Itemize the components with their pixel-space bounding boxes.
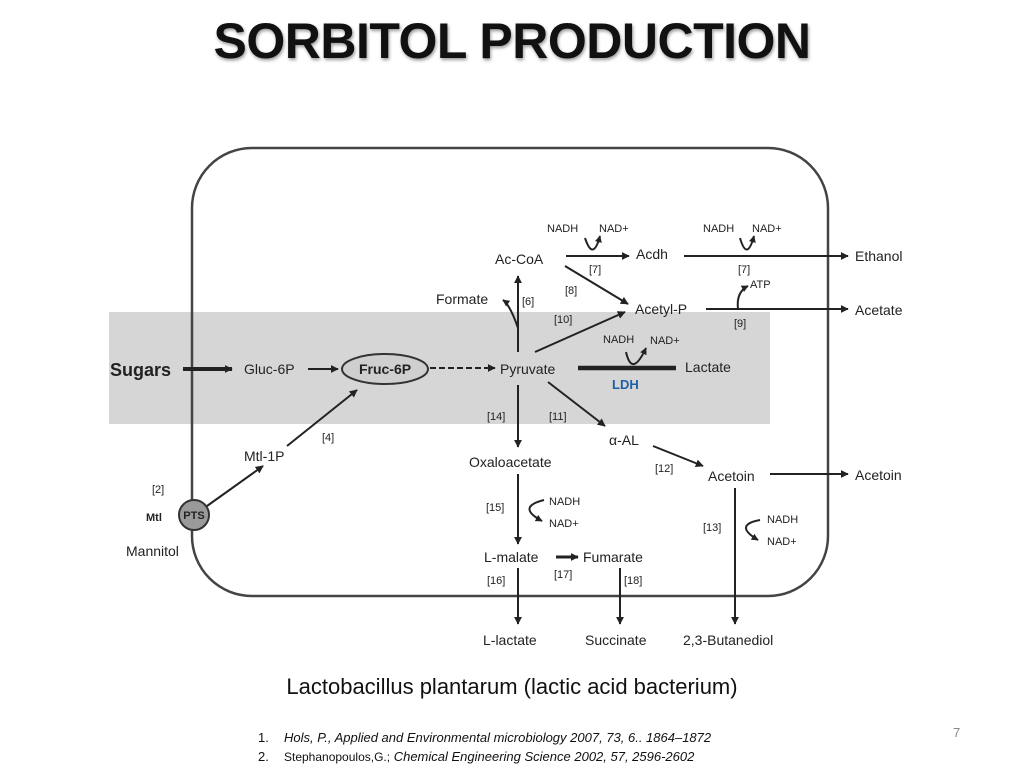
arrow-nadh-nad-ldh	[625, 347, 647, 365]
step-15: [15]	[486, 502, 504, 514]
label-sugars: Sugars	[110, 360, 171, 380]
label-mannitol: Mannitol	[126, 543, 179, 559]
step-4: [4]	[322, 432, 334, 444]
step-7b: [7]	[738, 264, 750, 276]
label-acetate: Acetate	[855, 302, 903, 318]
label-ethanol: Ethanol	[855, 248, 902, 264]
arrow-atp	[736, 285, 749, 310]
arrow-to-formate	[502, 299, 519, 329]
cofactor-nad-15: NAD+	[549, 518, 579, 530]
step-7a: [7]	[589, 264, 601, 276]
step-2: [2]	[152, 484, 164, 496]
step-10: [10]	[554, 314, 572, 326]
slide-title: SORBITOL PRODUCTION	[213, 13, 811, 69]
arrow-nadh-nad-7a	[584, 235, 602, 251]
cofactor-nadh-7a: NADH	[547, 223, 578, 235]
cofactor-atp: ATP	[750, 279, 771, 291]
step-18: [18]	[624, 575, 642, 587]
arrow-nadh-nad-7b	[739, 235, 756, 251]
step-8: [8]	[565, 285, 577, 297]
page-number: 7	[953, 725, 961, 740]
step-14: [14]	[487, 411, 505, 423]
label-accoa: Ac-CoA	[495, 251, 544, 267]
step-13: [13]	[703, 522, 721, 534]
label-succinate: Succinate	[585, 632, 647, 648]
cofactor-nadh-13: NADH	[767, 514, 798, 526]
pts-transporter	[178, 499, 210, 531]
reference-1-number: 1.	[258, 730, 269, 745]
reference-2-authors: Stephanopoulos,G.;	[284, 750, 391, 764]
label-lactate: Lactate	[685, 359, 731, 375]
step-12: [12]	[655, 463, 673, 475]
reference-1: 1. Hols, P., Applied and Environmental mi…	[258, 728, 711, 747]
label-acetoin-inner: Acetoin	[708, 468, 755, 484]
label-llactate: L-lactate	[483, 632, 537, 648]
label-fruc6p: Fruc-6P	[359, 361, 411, 377]
label-fumarate: Fumarate	[583, 549, 643, 565]
arrow-pyruvate-to-alpha-al	[547, 381, 606, 427]
references: 1. Hols, P., Applied and Environmental mi…	[258, 728, 711, 767]
label-pts: PTS	[183, 510, 204, 522]
reference-2-journal: Chemical Engineering Science 2002, 57, 2…	[393, 749, 695, 764]
label-lmalate: L-malate	[484, 549, 539, 565]
cofactor-nadh-7b: NADH	[703, 223, 734, 235]
step-11: [11]	[549, 411, 567, 423]
figure-caption: Lactobacillus plantarum (lactic acid bac…	[286, 674, 738, 699]
label-pyruvate: Pyruvate	[500, 361, 555, 377]
cell-membrane	[190, 146, 830, 598]
fruc6p-ellipse	[341, 353, 429, 385]
step-17: [17]	[554, 569, 572, 581]
step-6: [6]	[522, 296, 534, 308]
label-acdh: Acdh	[636, 246, 668, 262]
arrow-pyruvate-to-acetylp	[534, 311, 626, 353]
reference-1-text: Hols, P., Applied and Environmental micr…	[284, 730, 712, 745]
arrow-mtl1p-to-fruc6p	[286, 389, 358, 447]
reference-2-number: 2.	[258, 749, 269, 764]
label-formate: Formate	[436, 291, 488, 307]
arrow-nadh-nad-13	[745, 519, 761, 541]
step-16: [16]	[487, 575, 505, 587]
label-gluc6p: Gluc-6P	[244, 361, 295, 377]
cofactor-nad-7b: NAD+	[752, 223, 782, 235]
arrow-nadh-nad-15	[528, 499, 545, 522]
label-acetylp: Acetyl-P	[635, 301, 687, 317]
label-mtl: Mtl	[146, 512, 162, 524]
cofactor-nadh-15: NADH	[549, 496, 580, 508]
cofactor-nad-13: NAD+	[767, 536, 797, 548]
enzyme-ldh: LDH	[612, 377, 639, 392]
cofactor-nad-ldh: NAD+	[650, 335, 680, 347]
label-butanediol: 2,3-Butanediol	[683, 632, 773, 648]
label-acetoin-out: Acetoin	[855, 467, 902, 483]
reference-2: 2. Stephanopoulos,G.; Chemical Engineerin…	[258, 747, 711, 767]
step-9: [9]	[734, 318, 746, 330]
label-alpha-al: α-AL	[609, 432, 639, 448]
cofactor-nadh-ldh: NADH	[603, 334, 634, 346]
label-mtl1p: Mtl-1P	[244, 448, 284, 464]
arrow-pts-to-mtl1p	[206, 465, 264, 507]
cofactor-nad-7a: NAD+	[599, 223, 629, 235]
arrow-alpha-al-to-acetoin	[652, 445, 704, 468]
arrow-accoa-to-acetylp	[564, 265, 629, 305]
label-oxaloacetate: Oxaloacetate	[469, 454, 552, 470]
